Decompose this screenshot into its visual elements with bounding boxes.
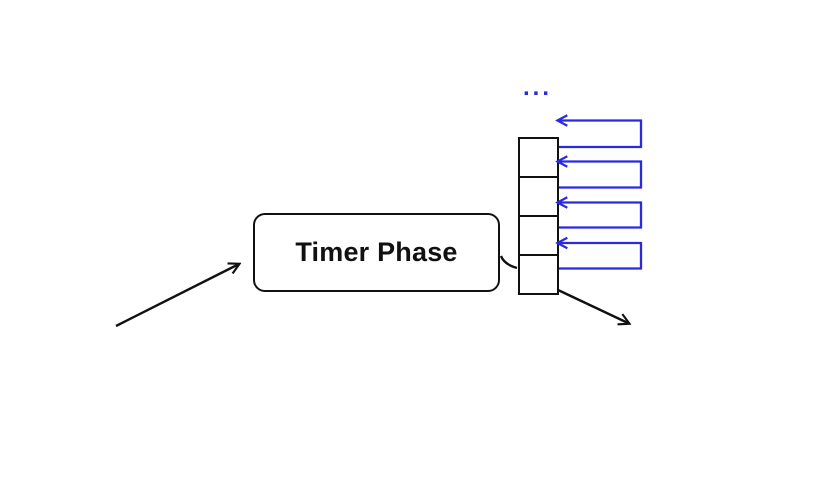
timer-phase-node: Timer Phase [253, 213, 500, 292]
callback-queue [518, 137, 559, 296]
timer-phase-label: Timer Phase [295, 237, 458, 267]
queue-cell-2 [518, 175, 559, 218]
queue-ellipsis-label: ... [523, 74, 553, 101]
queue-cell-4 [518, 253, 559, 296]
queue-cell-3 [518, 214, 559, 257]
queue-cell-1 [518, 137, 559, 179]
